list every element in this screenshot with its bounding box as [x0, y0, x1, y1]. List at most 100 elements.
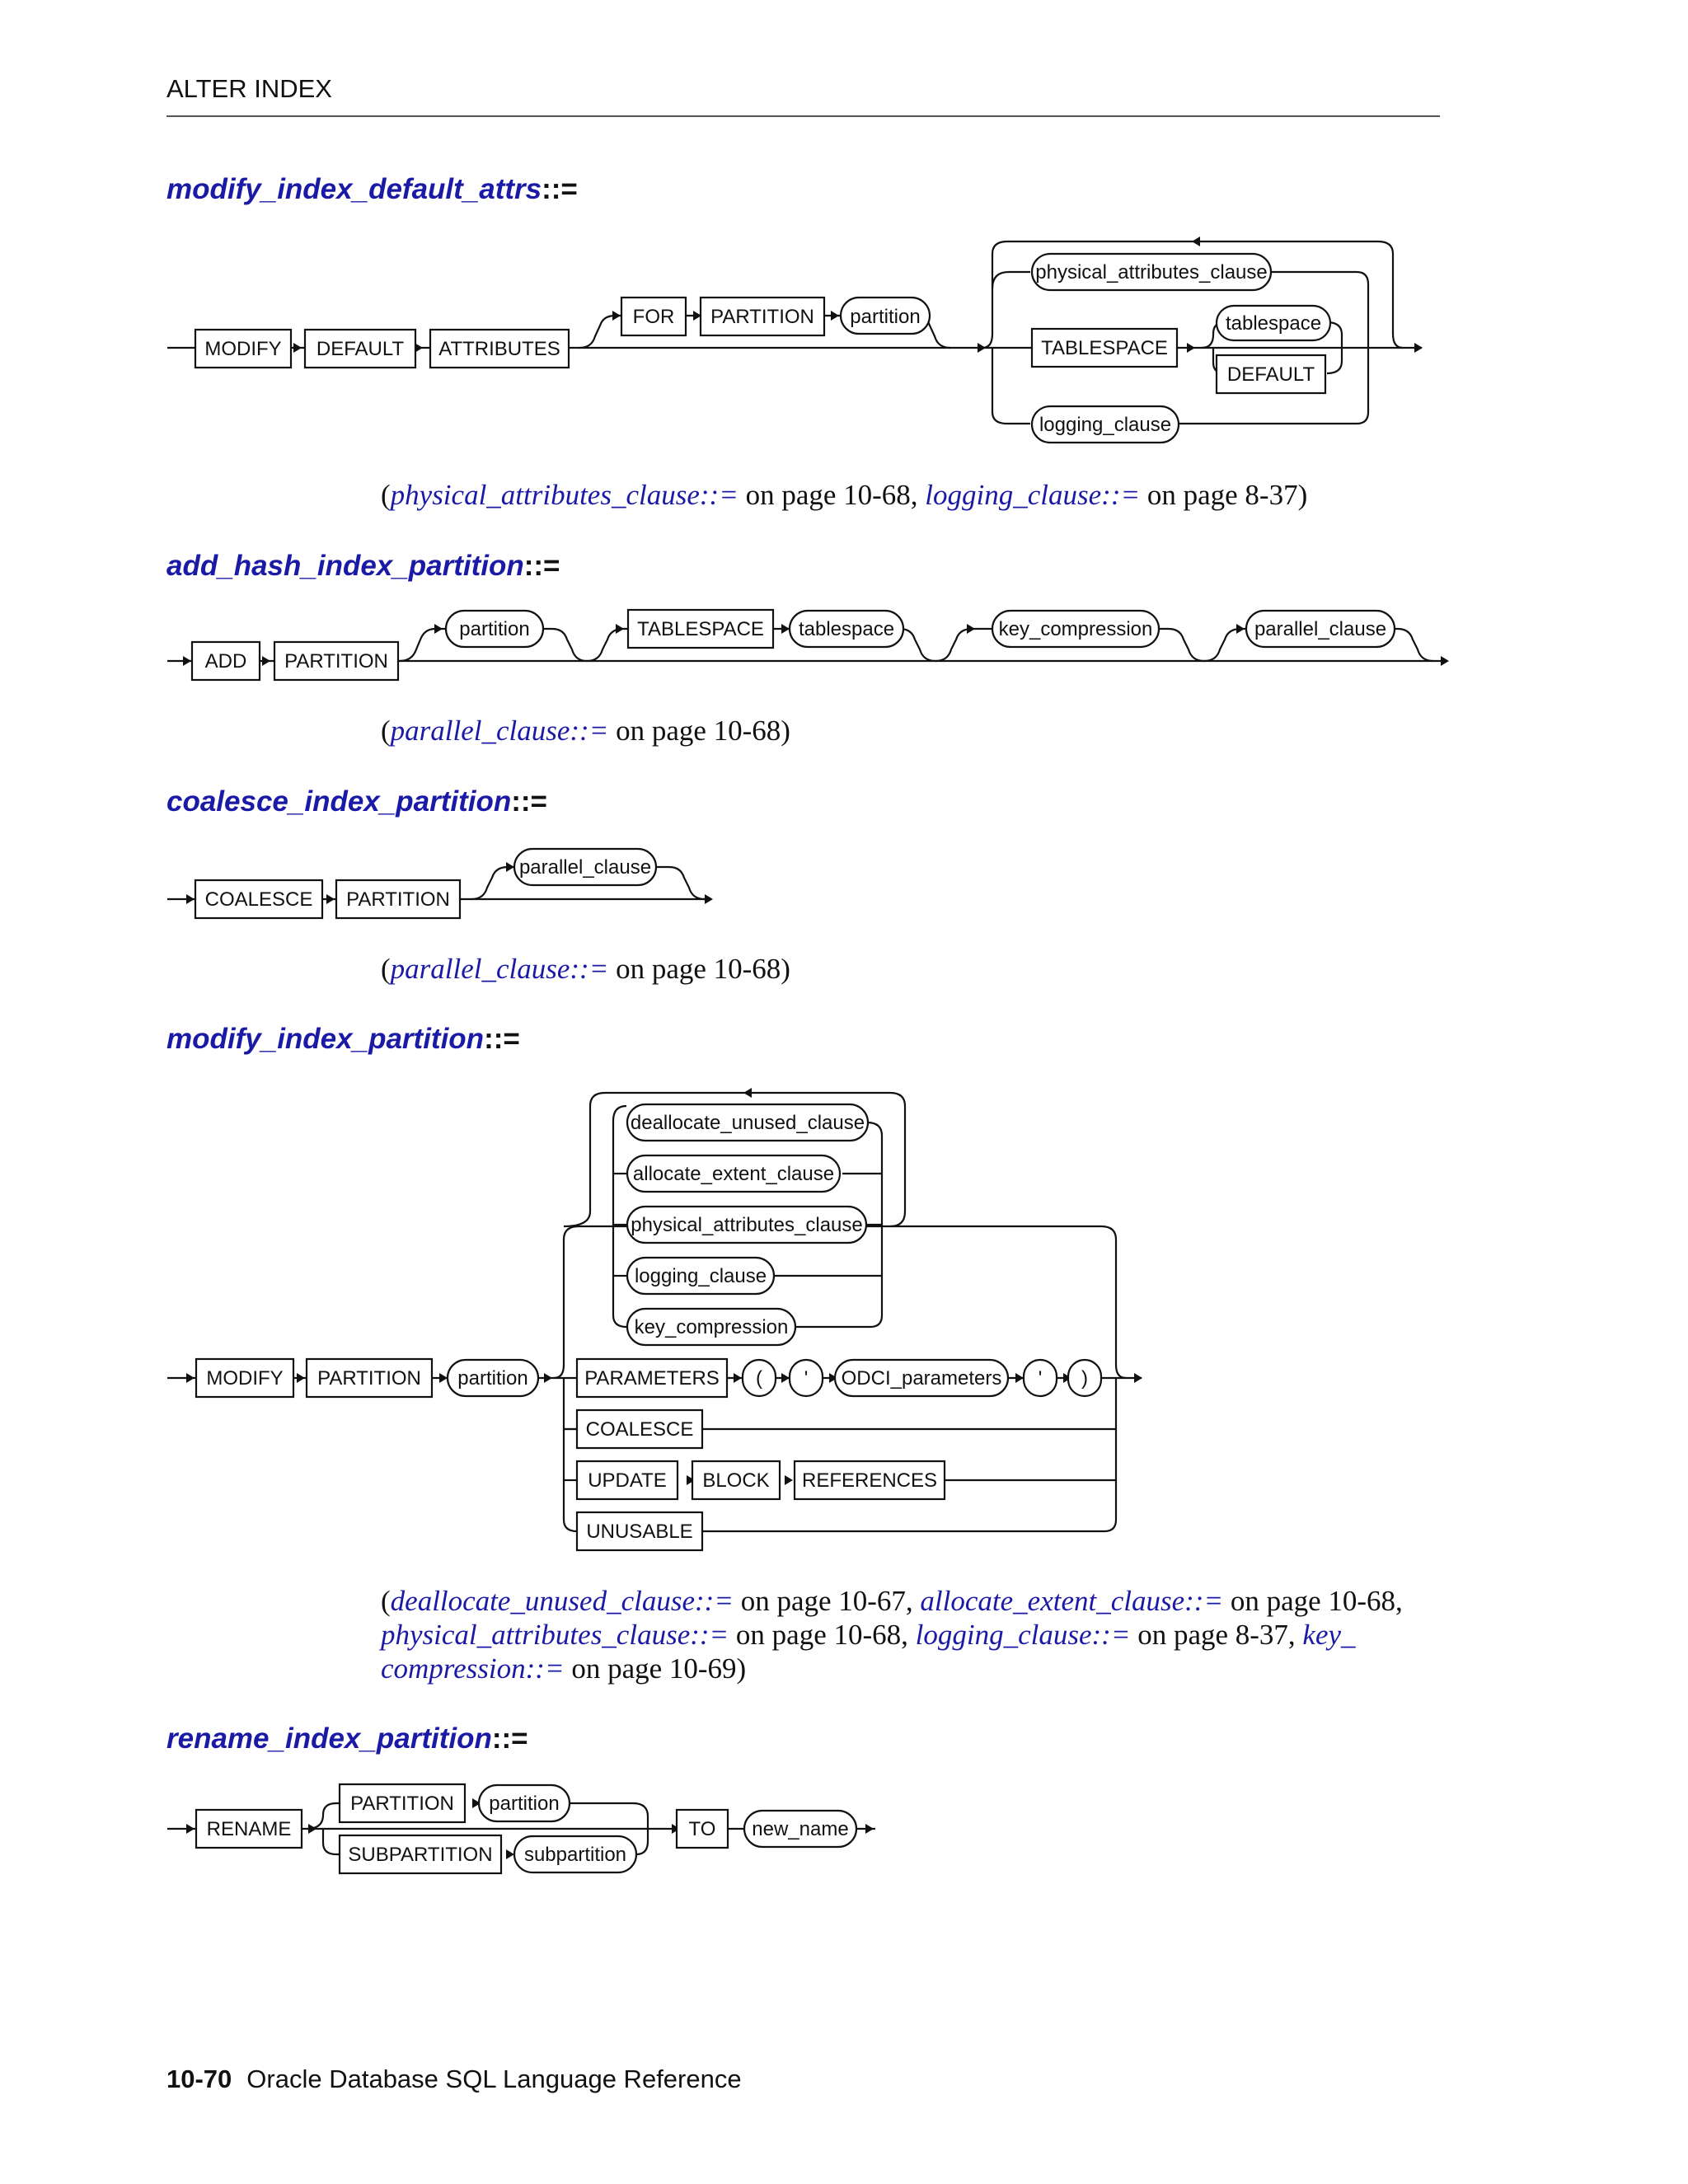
terminal-pill — [741, 1358, 777, 1398]
link-physical-attributes-clause[interactable]: physical_attributes_clause::= — [390, 479, 738, 511]
nonterminal-pill — [1030, 252, 1273, 292]
link-key-compression-cont[interactable]: compression::= — [381, 1652, 565, 1685]
production-name: add_hash_index_partition — [166, 550, 524, 582]
keyword-box — [1030, 327, 1179, 368]
nonterminal-pill — [626, 1103, 870, 1142]
nonterminal-logging-clause: logging_clause — [1039, 414, 1171, 436]
terminal-pill — [1022, 1358, 1058, 1398]
production-name: rename_index_partition — [166, 1722, 492, 1755]
production-operator: ::= — [491, 1722, 528, 1755]
keyword-to: TO — [689, 1818, 716, 1840]
keyword-coalesce: COALESCE — [586, 1418, 694, 1441]
nonterminal-subpartition: subpartition — [524, 1844, 626, 1866]
link-parallel-clause[interactable]: parallel_clause::= — [390, 953, 609, 985]
keyword-coalesce: COALESCE — [205, 888, 313, 911]
nonterminal-pill — [991, 609, 1160, 649]
nonterminal-physical-attributes-clause: physical_attributes_clause — [1035, 261, 1268, 284]
book-title: Oracle Database SQL Language Reference — [246, 2064, 742, 2093]
keyword-tablespace: TABLESPACE — [637, 618, 764, 640]
section-title-rename-index-partition: rename_index_partition::= — [166, 1722, 528, 1755]
nonterminal-pill — [839, 296, 931, 335]
nonterminal-pill — [743, 1809, 858, 1849]
nonterminal-pill — [1030, 405, 1180, 444]
syntax-diagram-modify-index-partition: deallocate_unused_clause allocate_extent… — [167, 1088, 1142, 1552]
keyword-box — [273, 640, 400, 682]
keyword-subpartition: SUBPARTITION — [348, 1844, 492, 1866]
keyword-partition: PARTITION — [284, 650, 388, 673]
keyword-box — [1215, 354, 1327, 395]
link-logging-clause[interactable]: logging_clause::= — [925, 479, 1141, 511]
note-line: physical_attributes_clause::= on page 10… — [381, 1619, 1356, 1651]
production-operator: ::= — [484, 1023, 520, 1055]
running-header: ALTER INDEX — [166, 74, 332, 103]
nonterminal-pill — [626, 1256, 776, 1296]
keyword-partition: PARTITION — [346, 888, 450, 911]
keyword-box — [194, 328, 293, 369]
link-parallel-clause[interactable]: parallel_clause::= — [390, 715, 609, 747]
terminal-rparen: ) — [1081, 1367, 1088, 1390]
keyword-for: FOR — [633, 306, 675, 328]
nonterminal-pill — [1245, 609, 1396, 649]
nonterminal-tablespace: tablespace — [799, 618, 894, 640]
keyword-partition: PARTITION — [350, 1793, 454, 1815]
keyword-box — [305, 1357, 434, 1399]
terminal-quote-open: ' — [804, 1367, 809, 1390]
nonterminal-parallel-clause: parallel_clause — [1254, 618, 1386, 640]
keyword-box — [793, 1460, 946, 1501]
link-key-compression[interactable]: key_ — [1302, 1619, 1356, 1651]
keyword-box — [575, 1511, 704, 1552]
link-physical-attributes-clause[interactable]: physical_attributes_clause::= — [381, 1619, 729, 1651]
keyword-box — [335, 879, 462, 920]
cross-reference-note: (deallocate_unused_clause::= on page 10-… — [381, 1584, 1403, 1685]
nonterminal-key-compression: key_compression — [635, 1316, 789, 1338]
production-operator: ::= — [511, 785, 547, 818]
link-allocate-extent-clause[interactable]: allocate_extent_clause::= — [920, 1585, 1224, 1617]
nonterminal-odci-parameters: ODCI_parameters — [842, 1367, 1002, 1390]
cross-reference-note: (physical_attributes_clause::= on page 1… — [381, 479, 1308, 511]
nonterminal-parallel-clause: parallel_clause — [519, 856, 651, 879]
nonterminal-pill — [444, 609, 545, 649]
keyword-modify: MODIFY — [206, 1367, 283, 1390]
nonterminal-physical-attributes-clause: physical_attributes_clause — [631, 1214, 863, 1236]
page-number: 10-70 — [166, 2064, 232, 2093]
nonterminal-pill — [626, 1307, 797, 1347]
nonterminal-allocate-extent-clause: allocate_extent_clause — [633, 1163, 834, 1185]
nonterminal-pill — [477, 1783, 571, 1823]
keyword-rename: RENAME — [207, 1818, 292, 1840]
nonterminal-new-name: new_name — [752, 1818, 848, 1840]
section-title-add-hash-index-partition: add_hash_index_partition::= — [166, 550, 560, 583]
link-logging-clause[interactable]: logging_clause::= — [915, 1619, 1131, 1651]
syntax-diagram-coalesce-index-partition: COALESCE PARTITION parallel_clause — [167, 847, 713, 920]
nonterminal-pill — [446, 1358, 540, 1398]
keyword-box — [626, 608, 775, 649]
syntax-diagram-modify-index-default-attrs: MODIFY DEFAULT ATTRIBUTES FOR PARTITION … — [167, 237, 1423, 444]
nonterminal-partition: partition — [459, 618, 529, 640]
nonterminal-pill — [1215, 304, 1332, 342]
nonterminal-partition: partition — [457, 1367, 528, 1390]
nonterminal-key-compression: key_compression — [999, 618, 1153, 640]
nonterminal-pill — [513, 1835, 638, 1874]
terminal-pill — [1067, 1358, 1103, 1398]
section-title-modify-index-partition: modify_index_partition::= — [166, 1023, 520, 1056]
keyword-box — [699, 296, 826, 337]
link-deallocate-unused-clause[interactable]: deallocate_unused_clause::= — [390, 1585, 734, 1617]
keyword-box — [195, 1357, 295, 1399]
production-name: modify_index_default_attrs — [166, 173, 542, 205]
note-line: compression::= on page 10-69) — [381, 1652, 747, 1685]
keyword-default: DEFAULT — [316, 338, 405, 360]
keyword-box — [303, 328, 417, 369]
syntax-diagram-add-hash-index-partition: ADD PARTITION partition TABLESPACE table… — [167, 608, 1449, 682]
keyword-add: ADD — [205, 650, 247, 673]
nonterminal-pill — [626, 1154, 842, 1193]
keyword-modify: MODIFY — [204, 338, 281, 360]
keyword-box — [575, 1357, 729, 1399]
keyword-update: UPDATE — [588, 1469, 667, 1492]
nonterminal-pill — [833, 1358, 1010, 1398]
keyword-box — [338, 1834, 503, 1875]
production-operator: ::= — [542, 173, 578, 205]
section-title-modify-index-default-attrs: modify_index_default_attrs::= — [166, 173, 578, 206]
cross-reference-note: (parallel_clause::= on page 10-68) — [381, 953, 790, 985]
keyword-unusable: UNUSABLE — [586, 1521, 692, 1543]
keyword-box — [620, 296, 687, 337]
terminal-pill — [788, 1358, 824, 1398]
